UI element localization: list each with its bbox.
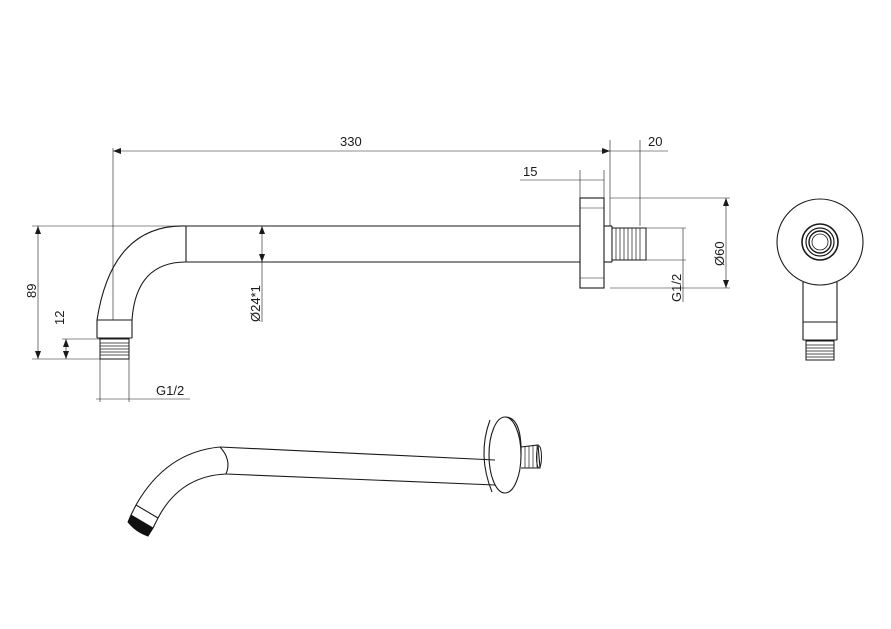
dim-flange-diameter: Ø60 xyxy=(712,241,727,266)
side-view: 330 20 15 89 12 Ø24*1 G1/2 G1/2 xyxy=(24,134,730,402)
dim-outlet-thread: G1/2 xyxy=(156,383,184,398)
dim-overall-length: 330 xyxy=(340,134,362,149)
dim-overall-height: 89 xyxy=(24,284,39,298)
flange xyxy=(579,197,605,289)
end-view xyxy=(776,198,864,361)
dim-pipe-diameter: Ø24*1 xyxy=(248,285,263,322)
dim-flange-offset: 20 xyxy=(648,134,662,149)
inlet-thread xyxy=(611,227,647,261)
dim-outlet-length: 12 xyxy=(52,311,67,325)
perspective-view xyxy=(127,416,542,537)
dim-flange-thickness: 15 xyxy=(523,164,537,179)
